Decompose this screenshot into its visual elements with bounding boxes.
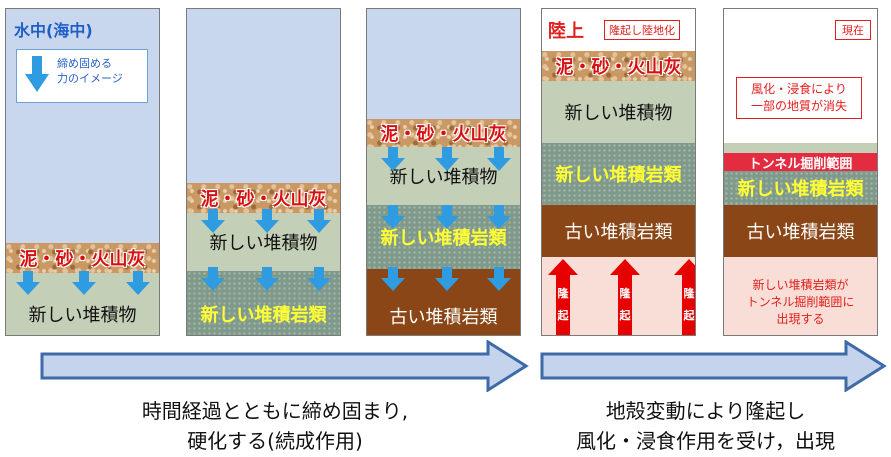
down-arrow-icon: [255, 267, 279, 291]
new-sedimentary-rock-label: 新しい堆積岩類: [737, 179, 864, 200]
down-arrow-icon: [307, 209, 331, 233]
down-arrow-icon: [381, 205, 405, 229]
legend-line-2: 力のイメージ: [57, 72, 123, 85]
mud-sand-ash-label: 泥・砂・火山灰: [380, 124, 507, 145]
new-sedimentary-rock-label: 新しい堆積岩類: [200, 305, 327, 326]
new-sediment-layer: 新しい堆積物: [542, 81, 695, 143]
appearance-note: 新しい堆積岩類が トンネル掘削範囲に 出現する: [724, 277, 877, 328]
appearance-line-1: 新しい堆積岩類が: [752, 278, 849, 292]
down-arrow-icon: [72, 271, 96, 295]
new-sedimentary-rock-label: 新しい堆積岩類: [555, 165, 682, 186]
mud-sand-ash-layer: 泥・砂・火山灰: [6, 243, 159, 273]
down-arrow-icon: [435, 267, 459, 291]
mud-sand-ash-label: 泥・砂・火山灰: [555, 57, 682, 78]
mud-sand-ash-label: 泥・砂・火山灰: [19, 249, 146, 270]
uplift-arrow-icon: [610, 259, 640, 335]
compaction-legend: 締め固める 力のイメージ: [16, 49, 148, 103]
on-land-label: 陸上: [548, 21, 584, 42]
old-sedimentary-rock-label: 古い堆積岩類: [746, 222, 855, 243]
uplift-char-1: 隆: [619, 287, 631, 300]
stage-panel-compaction-1: 泥・砂・火山灰 新しい堆積物 新しい堆積岩類: [186, 8, 341, 336]
down-arrow-icon: [126, 271, 150, 295]
down-arrow-icon: [307, 267, 331, 291]
appearance-line-3: 出現する: [776, 312, 825, 326]
old-sedimentary-rock-layer: 古い堆積岩類: [542, 205, 695, 257]
stage-panel-underwater: 水中(海中) 締め固める 力のイメージ 泥・砂・火山灰 新しい堆積物: [5, 8, 160, 336]
down-arrow-icon: [487, 205, 511, 229]
down-arrow-icon: [255, 209, 279, 233]
mud-sand-ash-label: 泥・砂・火山灰: [200, 189, 327, 210]
down-arrow-icon: [487, 147, 511, 171]
down-arrow-icon: [435, 147, 459, 171]
mud-sand-ash-layer: 泥・砂・火山灰: [187, 183, 340, 213]
tunnel-excavation-band: トンネル掘削範囲: [724, 153, 877, 172]
down-arrow-icon: [25, 56, 49, 92]
uplift-caption-line-2: 風化・浸食作用を受け，出現: [576, 429, 835, 453]
mud-sand-ash-layer: 泥・砂・火山灰: [542, 51, 695, 81]
mud-sand-ash-layer: 泥・砂・火山灰: [367, 119, 520, 147]
down-arrow-icon: [487, 267, 511, 291]
underwater-label: 水中(海中): [14, 21, 93, 40]
time-progression-arrow-icon: [40, 340, 529, 392]
uplift-arrow-icon: [674, 259, 695, 335]
water-area: [187, 9, 340, 183]
stage-panel-uplift: 陸上 隆起し陸地化 泥・砂・火山灰 新しい堆積物 新しい堆積岩類 古い堆積岩類 …: [541, 8, 696, 336]
uplift-note: 隆起し陸地化: [604, 20, 680, 40]
new-sedimentary-rock-layer: 新しい堆積岩類: [542, 143, 695, 205]
weathering-line-2: 一部の地質が消失: [750, 99, 847, 113]
old-sedimentary-rock-label: 古い堆積岩類: [564, 222, 673, 243]
uplift-char-1: 隆: [683, 287, 695, 300]
new-sedimentary-rock-label: 新しい堆積岩類: [380, 228, 507, 249]
new-sediment-label: 新しい堆積物: [209, 233, 318, 254]
down-arrow-icon: [435, 205, 459, 229]
uplift-caption: 地殻変動により隆起し 風化・浸食作用を受け，出現: [520, 396, 891, 456]
legend-line-1: 締め固める: [57, 57, 112, 70]
stage-panel-present: 現在 風化・浸食により 一部の地質が消失 トンネル掘削範囲 新しい堆積岩類 古い…: [723, 8, 878, 336]
diagenesis-caption-line-1: 時間経過とともに締め固まり,: [141, 399, 409, 423]
down-arrow-icon: [201, 209, 225, 233]
new-sediment-label: 新しい堆積物: [28, 305, 137, 326]
uplift-char-2: 起: [619, 309, 631, 322]
down-arrow-icon: [201, 267, 225, 291]
water-area: [6, 9, 159, 243]
new-sediment-label: 新しい堆積物: [389, 167, 498, 188]
new-sediment-label: 新しい堆積物: [564, 103, 673, 124]
uplift-arrow-icon: [548, 259, 578, 335]
old-sedimentary-rock-label: 古い堆積岩類: [389, 307, 498, 328]
present-label: 現在: [835, 20, 871, 40]
weathering-line-1: 風化・浸食により: [751, 82, 847, 96]
uplift-caption-line-1: 地殻変動により隆起し: [605, 399, 806, 423]
new-sediment-remnant: [724, 143, 877, 153]
down-arrow-icon: [381, 267, 405, 291]
down-arrow-icon: [16, 271, 40, 295]
weathering-note: 風化・浸食により 一部の地質が消失: [736, 77, 862, 119]
uplift-char-2: 起: [557, 309, 569, 322]
old-sedimentary-rock-layer: 古い堆積岩類: [724, 205, 877, 257]
uplift-char-2: 起: [683, 309, 695, 322]
appearance-line-2: トンネル掘削範囲に: [746, 295, 855, 309]
basement-layer: [724, 257, 877, 335]
uplift-char-1: 隆: [557, 287, 569, 300]
diagenesis-caption-line-2: 硬化する(続成作用): [187, 429, 363, 453]
down-arrow-icon: [381, 147, 405, 171]
stage-panel-compaction-2: 泥・砂・火山灰 新しい堆積物 新しい堆積岩類 古い堆積岩類: [366, 8, 521, 336]
tunnel-excavation-label: トンネル掘削範囲: [748, 156, 853, 172]
diagenesis-caption: 時間経過とともに締め固まり, 硬化する(続成作用): [30, 396, 520, 456]
water-area: [367, 9, 520, 119]
new-sedimentary-rock-layer: 新しい堆積岩類: [724, 171, 877, 205]
uplift-progression-arrow-icon: [540, 340, 887, 392]
